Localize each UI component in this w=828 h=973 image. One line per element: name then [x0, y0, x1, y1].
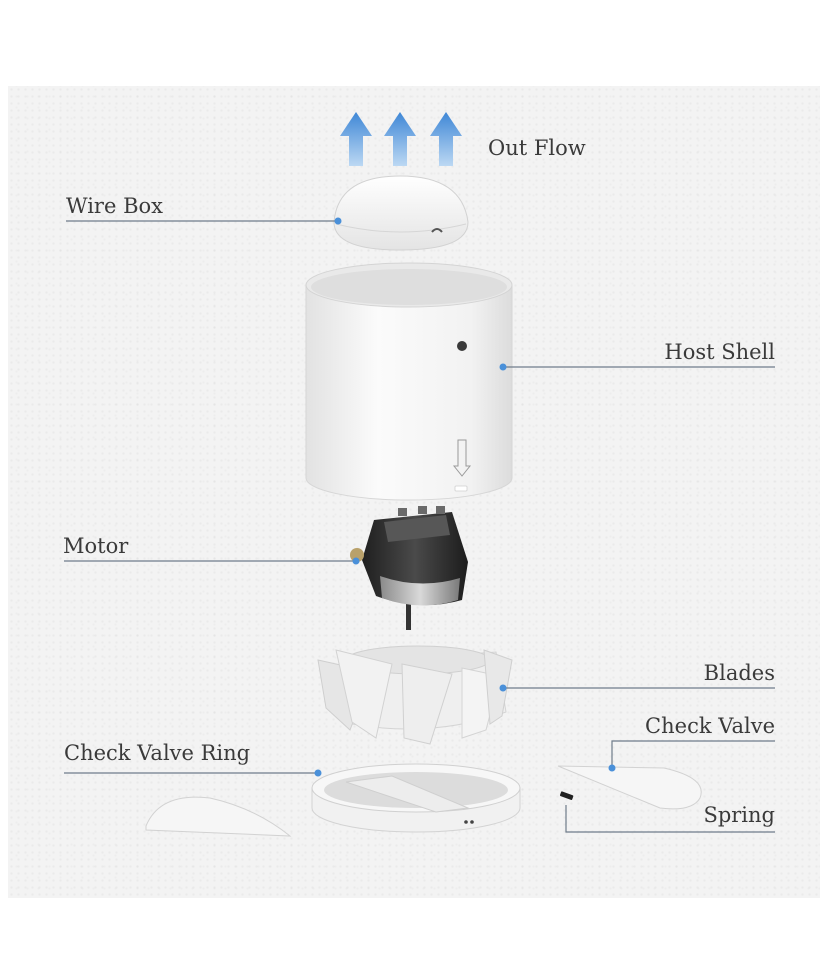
check-valve-dot — [608, 764, 616, 772]
wire-box-dot — [334, 217, 342, 225]
motor-label: Motor — [63, 534, 129, 558]
outflow-arrow-3 — [430, 112, 462, 166]
spring-label: Spring — [703, 803, 775, 827]
check-valve-label: Check Valve — [645, 714, 775, 738]
host-shell-label: Host Shell — [664, 340, 775, 364]
motor-dot — [352, 557, 360, 565]
check-valve-leader — [611, 740, 775, 768]
check-valve-ring-label: Check Valve Ring — [64, 741, 251, 765]
blades-label: Blades — [703, 661, 775, 685]
spring-part — [559, 791, 574, 800]
wire-box-part — [333, 175, 469, 251]
host-shell-part — [305, 262, 513, 501]
spring-leader — [565, 805, 775, 833]
check-valve-ring-dot — [314, 769, 322, 777]
check-valve-part — [557, 765, 702, 810]
leader-dots — [314, 217, 616, 777]
host-shell-dot — [499, 363, 507, 371]
outflow-arrow-1 — [340, 112, 372, 166]
check-valve-ring-part — [311, 763, 521, 833]
valve-flap-left — [145, 796, 292, 837]
blades-part — [317, 645, 513, 745]
leader-lines — [64, 220, 775, 833]
wire-box-label: Wire Box — [66, 194, 163, 218]
motor-part — [350, 506, 468, 630]
outflow-arrows — [340, 112, 462, 166]
blades-dot — [499, 684, 507, 692]
outflow-arrow-2 — [384, 112, 416, 166]
out-flow-label: Out Flow — [488, 136, 586, 160]
